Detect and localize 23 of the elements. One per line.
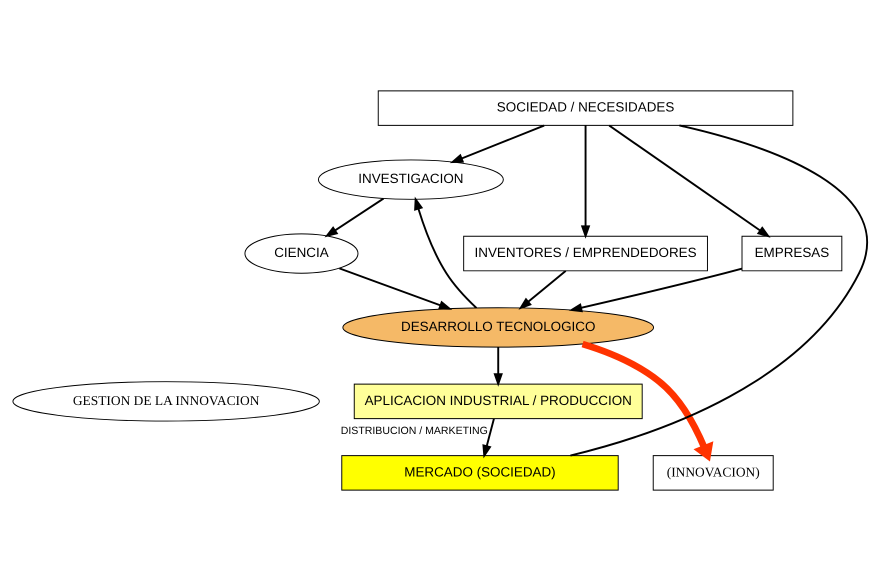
arrow [582,340,714,461]
arrow [494,346,503,386]
node-box: SOCIEDAD / NECESIDADES [378,90,794,126]
connector [570,124,868,456]
arrow [482,418,495,458]
node-ellipse: GESTION DE LA INNOVACION [12,380,320,422]
arrow [608,124,771,238]
arrow [450,124,545,163]
arrow [580,125,590,238]
arrow [324,197,384,237]
node-box: APLICACION INDUSTRIAL / PRODUCCION [354,383,643,419]
node-box: EMPRESAS [742,235,842,271]
node-ellipse: DESARROLLO TECNOLOGICO [342,306,654,348]
node-ellipse: CIENCIA [244,232,358,274]
arrow [414,196,478,308]
arrow [518,270,566,310]
arrow [339,266,452,310]
node-box: INVENTORES / EMPRENDEDORES [463,235,708,271]
node-box: (INNOVACION) [652,454,774,490]
edge-label: DISTRIBUCION / MARKETING [340,424,488,436]
node-box: MERCADO (SOCIEDAD) [341,454,619,490]
node-ellipse: INVESTIGACION [318,158,504,200]
arrow [568,267,742,312]
